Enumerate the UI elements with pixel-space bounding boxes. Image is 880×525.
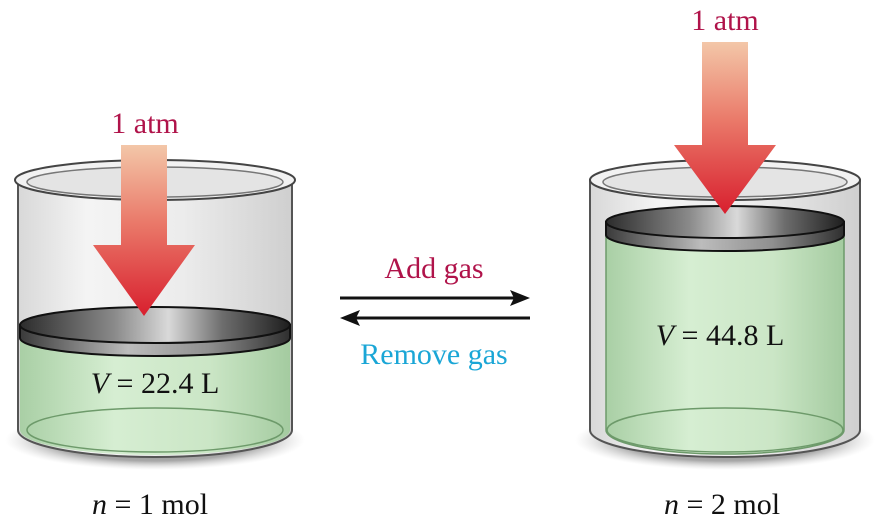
left-gas bbox=[20, 338, 290, 455]
left-volume-label: V = 22.4 L bbox=[91, 367, 220, 400]
left-pressure-label: 1 atm bbox=[111, 107, 179, 140]
left-piston bbox=[19, 306, 291, 357]
right-moles-label: n = 2 mol bbox=[664, 488, 780, 521]
left-moles-symbol: n bbox=[92, 488, 107, 521]
left-pressure-arrow bbox=[93, 145, 195, 316]
left-moles-label: n = 1 mol bbox=[92, 488, 208, 521]
left-volume-value: = 22.4 L bbox=[117, 367, 220, 400]
left-volume-symbol: V bbox=[91, 367, 113, 400]
left-moles-value: = 1 mol bbox=[114, 488, 208, 521]
right-cylinder bbox=[575, 42, 875, 470]
right-pressure-label: 1 atm bbox=[691, 4, 759, 37]
right-volume-symbol: V bbox=[656, 319, 678, 352]
right-moles-value: = 2 mol bbox=[686, 488, 780, 521]
right-pressure-arrow bbox=[674, 42, 776, 214]
right-moles-symbol: n bbox=[664, 488, 679, 521]
right-volume-label: V = 44.8 L bbox=[656, 319, 785, 352]
right-piston bbox=[605, 205, 845, 252]
right-volume-value: = 44.8 L bbox=[682, 319, 785, 352]
process-arrows bbox=[340, 290, 530, 326]
left-cylinder bbox=[5, 145, 305, 470]
add-gas-label: Add gas bbox=[384, 252, 483, 285]
remove-gas-label: Remove gas bbox=[360, 338, 507, 371]
right-gas bbox=[605, 234, 845, 455]
